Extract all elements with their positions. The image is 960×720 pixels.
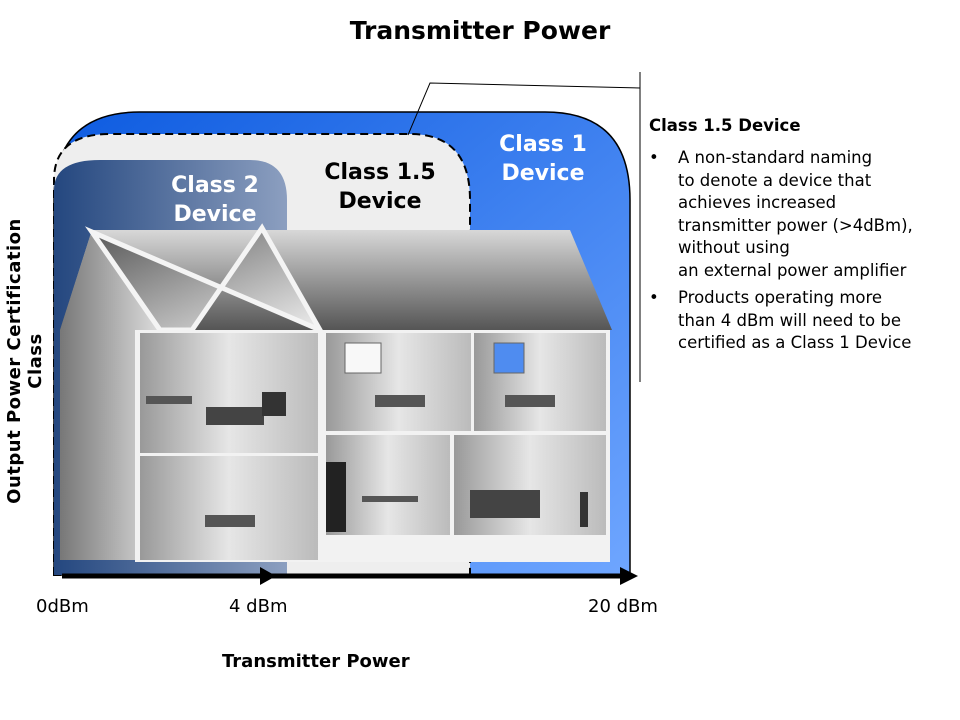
class1-label: Class 1 Device bbox=[478, 130, 608, 188]
bullet-line: without using bbox=[678, 238, 790, 257]
bullet-line: than 4 dBm will need to be bbox=[678, 310, 901, 330]
class15-label-line: Device bbox=[338, 189, 422, 214]
bullet-item: • A non-standard naming to denote a devi… bbox=[649, 147, 954, 282]
class2-label-line: Class 2 bbox=[171, 173, 259, 198]
bullet-line: A non-standard naming bbox=[678, 148, 873, 167]
class2-label: Class 2 Device bbox=[150, 171, 280, 229]
x-axis-label: Transmitter Power bbox=[222, 651, 410, 672]
bullet-icon: • bbox=[649, 148, 659, 167]
4dbm-marker-arrowhead bbox=[260, 567, 276, 585]
x-tick-4dbm: 4 dBm bbox=[229, 596, 288, 617]
callout-title: Class 1.5 Device bbox=[649, 116, 801, 135]
x-tick-0dbm: 0dBm bbox=[36, 596, 89, 617]
bullet-line: achieves increased bbox=[678, 193, 837, 212]
slide-title: Transmitter Power bbox=[349, 16, 611, 45]
bullet-line: to denote a device that bbox=[678, 170, 872, 190]
bullet-line: certified as a Class 1 Device bbox=[678, 333, 912, 352]
class2-label-line: Device bbox=[173, 202, 257, 227]
house-illustration bbox=[60, 223, 612, 562]
y-axis-label: Output Power Certification Class bbox=[4, 218, 46, 504]
bullet-line: an external power amplifier bbox=[678, 260, 907, 280]
class1-label-line: Device bbox=[501, 161, 585, 186]
bullet-item: • Products operating more than 4 dBm wil… bbox=[649, 287, 954, 355]
x-tick-20dbm: 20 dBm bbox=[588, 596, 658, 617]
class15-label: Class 1.5 Device bbox=[305, 158, 455, 216]
class15-label-line: Class 1.5 bbox=[324, 160, 436, 185]
callout-bullets: • A non-standard naming to denote a devi… bbox=[649, 147, 954, 355]
x-axis-arrowhead bbox=[620, 567, 638, 585]
bullet-line: transmitter power (>4dBm), bbox=[678, 215, 913, 235]
callout-leader-line bbox=[407, 82, 641, 136]
bullet-line: Products operating more bbox=[678, 288, 883, 307]
class1-label-line: Class 1 bbox=[499, 132, 587, 157]
bullet-icon: • bbox=[649, 288, 659, 307]
callout-panel: Class 1.5 Device • A non-standard naming… bbox=[649, 116, 954, 360]
